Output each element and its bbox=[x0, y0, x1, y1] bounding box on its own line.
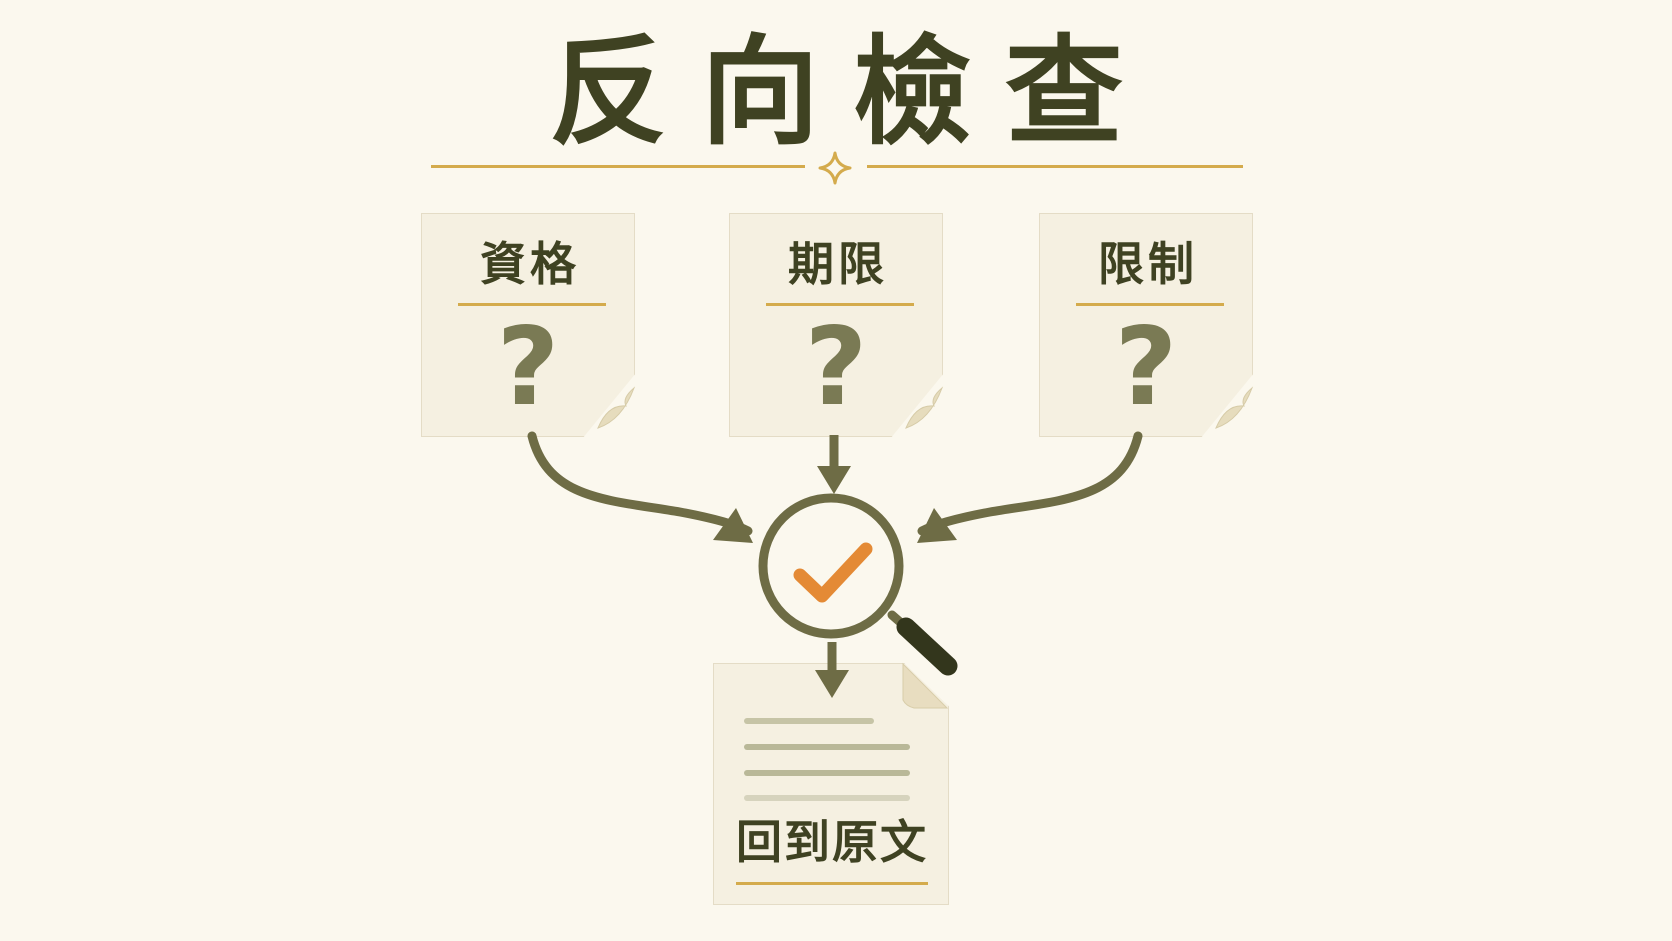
card-label: 限制 bbox=[1098, 237, 1198, 291]
arrow-right-head bbox=[917, 508, 957, 543]
card-deadline: 期限 ? bbox=[729, 213, 943, 437]
card-divider bbox=[1076, 303, 1224, 306]
arrow-down-head bbox=[815, 670, 849, 698]
card-label: 期限 bbox=[788, 237, 888, 291]
magnifier-icon bbox=[758, 493, 958, 676]
arrow-left bbox=[527, 431, 753, 536]
arrow-left-head bbox=[713, 508, 753, 543]
document-fold bbox=[902, 662, 949, 709]
card-eligibility: 資格 ? bbox=[421, 213, 635, 437]
arrow-right bbox=[917, 431, 1143, 536]
question-icon: ? bbox=[1114, 305, 1178, 430]
card-divider bbox=[458, 303, 606, 306]
checkmark-icon bbox=[793, 542, 873, 603]
document-divider bbox=[736, 882, 928, 885]
document-text-line bbox=[744, 795, 910, 801]
card-divider bbox=[766, 303, 914, 306]
document-text-line bbox=[744, 770, 910, 776]
title-divider-right bbox=[867, 165, 1243, 168]
diamond-icon bbox=[818, 151, 852, 185]
document-text-line bbox=[744, 744, 910, 750]
card-page-curl bbox=[1215, 386, 1254, 429]
question-icon: ? bbox=[496, 305, 560, 430]
arrow-center-head bbox=[817, 466, 851, 494]
document-label: 回到原文 bbox=[736, 815, 928, 869]
question-icon: ? bbox=[804, 305, 868, 430]
card-page-curl bbox=[597, 386, 636, 429]
title-divider-left bbox=[431, 165, 805, 168]
card-page-curl bbox=[905, 386, 944, 429]
card-restriction: 限制 ? bbox=[1039, 213, 1253, 437]
page-title: 反向檢查 bbox=[548, 23, 1157, 161]
card-label: 資格 bbox=[480, 237, 580, 291]
document-text-line bbox=[744, 718, 874, 724]
